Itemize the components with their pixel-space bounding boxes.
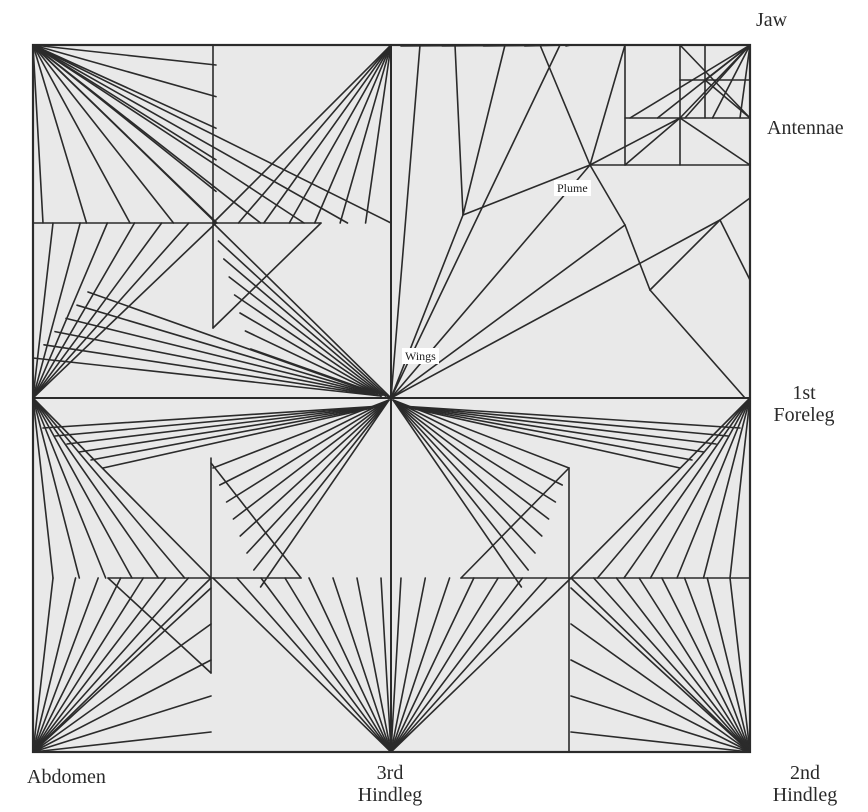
crease-line xyxy=(566,45,571,46)
label-jaw: Jaw xyxy=(756,9,787,31)
label-plume: Plume xyxy=(554,180,591,196)
label-3rd-hindleg: 3rd Hindleg xyxy=(340,762,440,806)
label-abdomen: Abdomen xyxy=(27,766,106,788)
label-wings: Wings xyxy=(402,348,439,364)
label-1st-foreleg-line1: 1st xyxy=(764,382,844,404)
label-1st-foreleg-line2: Foreleg xyxy=(764,404,844,426)
label-2nd-hindleg-line2: Hindleg xyxy=(760,784,850,806)
label-3rd-hindleg-line1: 3rd xyxy=(340,762,440,784)
label-2nd-hindleg-line1: 2nd xyxy=(760,762,850,784)
label-antennae: Antennae xyxy=(767,117,844,139)
label-1st-foreleg: 1st Foreleg xyxy=(764,382,844,426)
label-3rd-hindleg-line2: Hindleg xyxy=(340,784,440,806)
label-2nd-hindleg: 2nd Hindleg xyxy=(760,762,850,806)
crease-line xyxy=(525,45,571,46)
